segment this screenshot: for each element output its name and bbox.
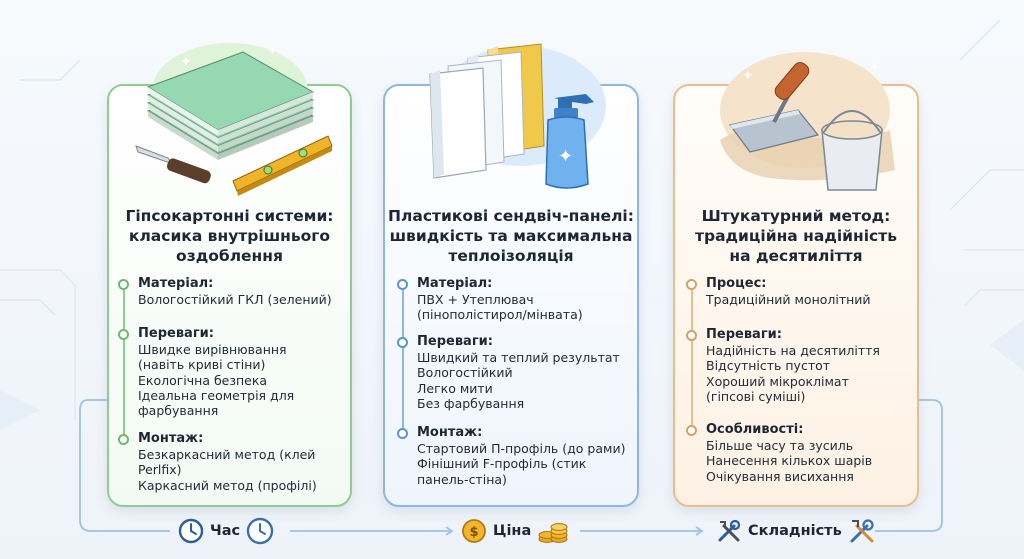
footer-label: Складність	[748, 523, 842, 539]
section-heading: Особливості:	[706, 422, 804, 437]
timeline-dot	[397, 428, 408, 439]
footer-label: Ціна	[493, 523, 532, 539]
section-text: ПВХ + Утеплювач (пінополістирол/мінвата)	[417, 292, 583, 323]
sandwich-panels-spray-bottle-icon: ✦	[429, 43, 606, 189]
timeline-dot	[397, 279, 408, 290]
section-heading: Переваги:	[417, 334, 493, 349]
section-material: Матеріал: Вологостійкий ГКЛ (зелений)	[118, 276, 348, 307]
section-heading: Матеріал:	[417, 276, 493, 291]
timeline-line	[123, 290, 125, 440]
timeline-line	[402, 290, 404, 435]
footer-complexity: Складність	[716, 516, 876, 546]
coin-icon: $	[462, 519, 486, 543]
section-mounting: Монтаж: Стартовий П-профіль (до рами) Фі…	[397, 425, 637, 487]
section-features: Особливості: Більше часу та зусиль Нанес…	[686, 422, 916, 484]
section-advantages: Переваги: Швидкий та теплий результат Во…	[397, 334, 637, 411]
card-title: Пластикові сендвіч-панелі: швидкість та …	[388, 207, 634, 265]
section-process: Процес: Традиційний монолітний	[686, 276, 916, 307]
timeline-line	[691, 290, 693, 432]
footer-price: $ Ціна	[461, 516, 569, 546]
timeline-dot	[118, 329, 129, 340]
svg-text:✦: ✦	[558, 146, 573, 167]
timeline-dot	[686, 425, 697, 436]
section-advantages: Переваги: Швидке вирівнювання (навіть кр…	[118, 326, 348, 418]
section-heading: Процес:	[706, 276, 767, 291]
timeline-dot	[686, 279, 697, 290]
section-heading: Монтаж:	[417, 425, 483, 440]
tools-icon	[850, 519, 874, 543]
coin-stack-icon	[538, 523, 568, 543]
tools-icon	[718, 519, 741, 542]
footer-time: Час	[178, 516, 274, 546]
svg-text:$: $	[469, 525, 478, 540]
section-text: Традиційний монолітний	[706, 292, 871, 307]
card-title: Гіпсокартонні системи: класика внутрішнь…	[125, 207, 334, 265]
section-heading: Монтаж:	[138, 431, 204, 446]
section-advantages: Переваги: Надійність на десятиліття Відс…	[686, 327, 916, 404]
section-material: Матеріал: ПВХ + Утеплювач (пінополістиро…	[397, 276, 637, 323]
section-heading: Матеріал:	[138, 276, 214, 291]
svg-text:✦: ✦	[180, 54, 192, 70]
svg-text:✦: ✦	[742, 68, 754, 84]
timeline-dot	[118, 434, 129, 445]
section-heading: Переваги:	[706, 327, 782, 342]
footer-label: Час	[210, 523, 241, 539]
section-text: Надійність на десятиліття Відсутність пу…	[706, 343, 880, 404]
section-text: Швидкий та теплий результат Вологостійки…	[417, 350, 620, 411]
card-title: Штукатурний метод: традиційна надійність…	[695, 207, 897, 265]
timeline-dot	[686, 330, 697, 341]
section-mounting: Монтаж: Безкаркасний метод (клей Perlfix…	[118, 431, 348, 493]
clock-icon	[178, 518, 204, 544]
svg-text:✦: ✦	[268, 46, 276, 57]
timeline-dot	[397, 337, 408, 348]
timeline-dot	[118, 279, 129, 290]
section-heading: Переваги:	[138, 326, 214, 341]
svg-text:✦: ✦	[870, 62, 878, 73]
trowel-plaster-bucket-icon: ✦ ✦	[720, 52, 895, 191]
section-text: Безкаркасний метод (клей Perlfix) Каркас…	[138, 447, 317, 493]
section-text: Більше часу та зусиль Нанесення кількох …	[706, 438, 873, 484]
section-text: Вологостійкий ГКЛ (зелений)	[138, 292, 332, 307]
section-text: Швидке вирівнювання (навіть криві стіни)…	[138, 342, 295, 419]
drywall-sheets-knife-level-icon: ✦ ✦ ✦	[135, 43, 333, 196]
section-text: Стартовий П-профіль (до рами) Фінішний F…	[417, 441, 626, 487]
clock-icon	[246, 517, 274, 545]
